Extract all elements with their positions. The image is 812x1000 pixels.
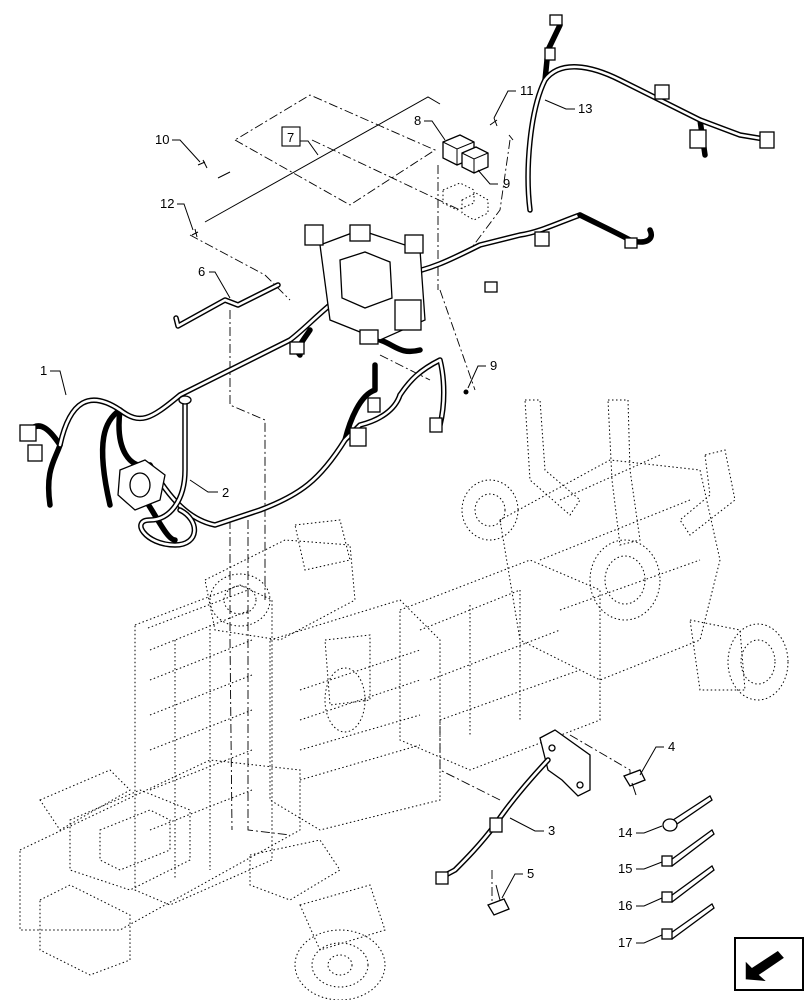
callout-9-relay[interactable]: 9 [477, 169, 510, 191]
relay-sockets [442, 182, 489, 221]
bracket-pipe-3 [435, 729, 591, 885]
callout-14-label: 14 [618, 825, 632, 840]
callout-6-label: 6 [198, 264, 205, 279]
cable-ties [661, 795, 715, 940]
callout-5-label: 5 [527, 866, 534, 881]
callout-8-label: 8 [414, 113, 421, 128]
callout-7-label: 7 [287, 130, 294, 145]
callout-16[interactable]: 16 [618, 897, 663, 913]
callout-6[interactable]: 6 [198, 264, 231, 299]
callout-9-screw[interactable]: 9 [467, 358, 497, 389]
bolt-5 [487, 884, 510, 916]
callout-10[interactable]: 10 [155, 132, 201, 163]
bolt-4 [623, 769, 646, 796]
callout-10-label: 10 [155, 132, 169, 147]
callout-13-label: 13 [578, 101, 592, 116]
callout-15-label: 15 [618, 861, 632, 876]
callout-1-label: 1 [40, 363, 47, 378]
callout-3[interactable]: 3 [509, 817, 555, 838]
callout-13[interactable]: 13 [544, 99, 592, 116]
callout-8[interactable]: 8 [414, 113, 446, 141]
callout-2[interactable]: 2 [189, 479, 229, 500]
callout-15[interactable]: 15 [618, 861, 663, 876]
callout-4-label: 4 [668, 739, 675, 754]
callout-7[interactable]: 7 [281, 126, 319, 156]
callout-9-relay-label: 9 [503, 176, 510, 191]
projection-lines [189, 94, 631, 905]
callout-11[interactable]: 11 [493, 83, 534, 119]
callout-14[interactable]: 14 [618, 825, 663, 840]
screws [191, 117, 514, 395]
callout-3-label: 3 [548, 823, 555, 838]
callout-17-label: 17 [618, 935, 632, 950]
next-page-arrow-icon[interactable] [734, 937, 804, 991]
callout-4[interactable]: 4 [639, 739, 675, 776]
main-wiring-harness [19, 14, 775, 548]
callout-17[interactable]: 17 [618, 934, 663, 950]
callout-1[interactable]: 1 [40, 363, 67, 396]
callout-2-label: 2 [222, 485, 229, 500]
relay-9 [461, 146, 489, 174]
tractor-outline [19, 399, 789, 1000]
callout-11-label: 11 [520, 83, 534, 98]
callout-7-box [281, 126, 301, 147]
callout-5[interactable]: 5 [501, 866, 534, 899]
callout-12[interactable]: 12 [160, 196, 194, 231]
callout-16-label: 16 [618, 898, 632, 913]
callout-9-screw-label: 9 [490, 358, 497, 373]
callout-12-label: 12 [160, 196, 174, 211]
harness-reference-line [204, 96, 441, 223]
harness-support-rod [173, 282, 281, 329]
